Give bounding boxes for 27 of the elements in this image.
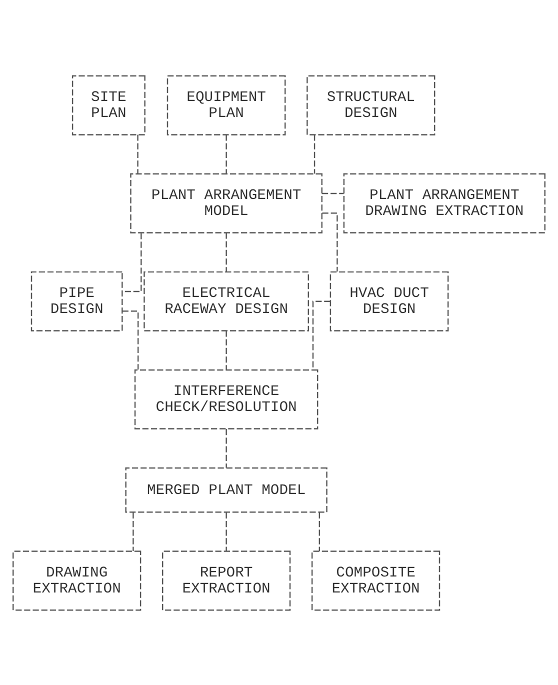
connector (226, 512, 227, 550)
node-box: MERGED PLANT MODEL (125, 466, 328, 512)
connector (314, 134, 316, 174)
connector (226, 428, 227, 468)
node-box: STRUCTURAL DESIGN (306, 74, 436, 135)
node-box: INTERFERENCE CHECK/RESOLUTION (134, 368, 318, 429)
node-box: PLANT ARRANGEMENT DRAWING EXTRACTION (343, 172, 546, 233)
node-box: PIPE DESIGN (30, 270, 123, 331)
node-box: HVAC DUCT DESIGN (330, 270, 449, 331)
node-box: ELECTRICAL RACEWAY DESIGN (144, 270, 310, 331)
connector (322, 212, 338, 271)
node-box: REPORT EXTRACTION (162, 550, 291, 610)
connector (137, 134, 138, 174)
connector (122, 310, 139, 369)
connector (226, 134, 227, 174)
connector (312, 300, 330, 370)
connector (132, 512, 134, 550)
connector (226, 232, 227, 272)
node-box: COMPOSITE EXTRACTION (311, 550, 440, 610)
node-box: EQUIPMENT PLAN (166, 74, 286, 135)
node-box: SITE PLAN (72, 74, 146, 135)
connector (322, 192, 344, 194)
node-box: PLANT ARRANGEMENT MODEL (130, 172, 322, 233)
connector (122, 232, 142, 292)
connector (318, 512, 320, 550)
connector (226, 330, 227, 370)
node-box: DRAWING EXTRACTION (12, 550, 142, 610)
